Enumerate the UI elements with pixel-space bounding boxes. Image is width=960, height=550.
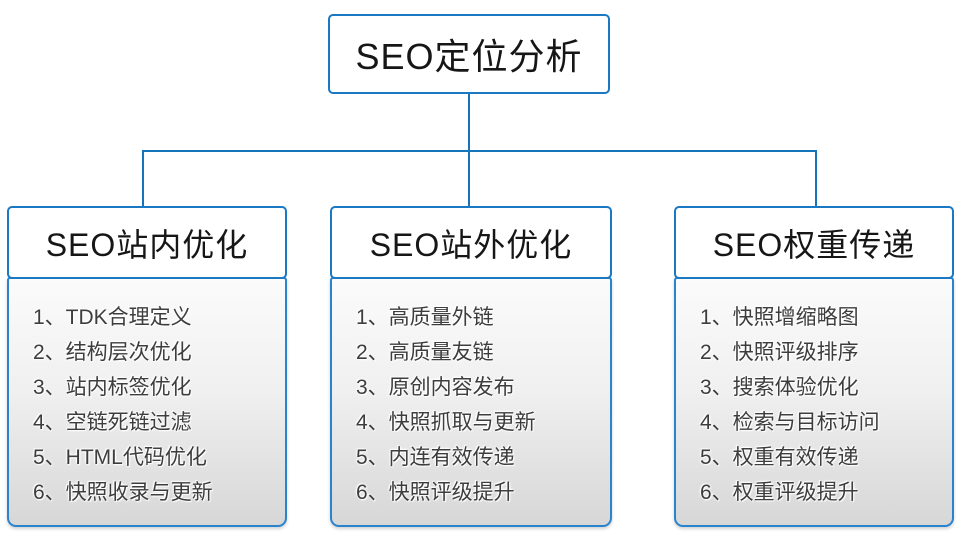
connector-horizontal (142, 150, 817, 152)
branch-weight-title: SEO权重传递 (712, 226, 916, 263)
list-item: 3、原创内容发布 (356, 376, 515, 399)
branch-offsite-title: SEO站外优化 (369, 226, 573, 263)
list-item: 3、站内标签优化 (33, 376, 192, 399)
list-item: 1、高质量外链 (356, 306, 494, 329)
list-item: 4、检索与目标访问 (700, 411, 880, 434)
branch-offsite-optimization: SEO站外优化 1、高质量外链 2、高质量友链 3、原创内容发布 4、快照抓取与… (330, 206, 612, 527)
branch-onsite-title: SEO站内优化 (45, 226, 249, 263)
list-item: 5、权重有效传递 (700, 446, 859, 469)
branch-weight-transfer: SEO权重传递 1、快照增缩略图 2、快照评级排序 3、搜索体验优化 4、检索与… (674, 206, 954, 527)
list-item: 5、HTML代码优化 (33, 446, 207, 469)
list-item: 6、权重评级提升 (700, 481, 859, 504)
branch-weight-panel: 1、快照增缩略图 2、快照评级排序 3、搜索体验优化 4、检索与目标访问 5、权… (674, 277, 954, 527)
connector-vertical-right (815, 150, 817, 207)
list-item: 4、快照抓取与更新 (356, 411, 536, 434)
branch-offsite-title-box: SEO站外优化 (330, 206, 612, 279)
list-item: 6、快照评级提升 (356, 481, 515, 504)
branch-offsite-panel: 1、高质量外链 2、高质量友链 3、原创内容发布 4、快照抓取与更新 5、内连有… (330, 277, 612, 527)
branch-weight-title-box: SEO权重传递 (674, 206, 954, 279)
list-item: 1、TDK合理定义 (33, 306, 192, 329)
list-item: 5、内连有效传递 (356, 446, 515, 469)
list-item: 2、快照评级排序 (700, 341, 859, 364)
list-item: 2、结构层次优化 (33, 341, 192, 364)
connector-vertical-left (142, 150, 144, 207)
list-item: 2、高质量友链 (356, 341, 494, 364)
branch-onsite-title-box: SEO站内优化 (7, 206, 287, 279)
root-node-title: SEO定位分析 (355, 36, 583, 77)
list-item: 1、快照增缩略图 (700, 306, 859, 329)
list-item: 3、搜索体验优化 (700, 376, 859, 399)
branch-onsite-optimization: SEO站内优化 1、TDK合理定义 2、结构层次优化 3、站内标签优化 4、空链… (7, 206, 287, 527)
list-item: 4、空链死链过滤 (33, 411, 192, 434)
root-node: SEO定位分析 (328, 14, 610, 94)
list-item: 6、快照收录与更新 (33, 481, 213, 504)
branch-onsite-panel: 1、TDK合理定义 2、结构层次优化 3、站内标签优化 4、空链死链过滤 5、H… (7, 277, 287, 527)
